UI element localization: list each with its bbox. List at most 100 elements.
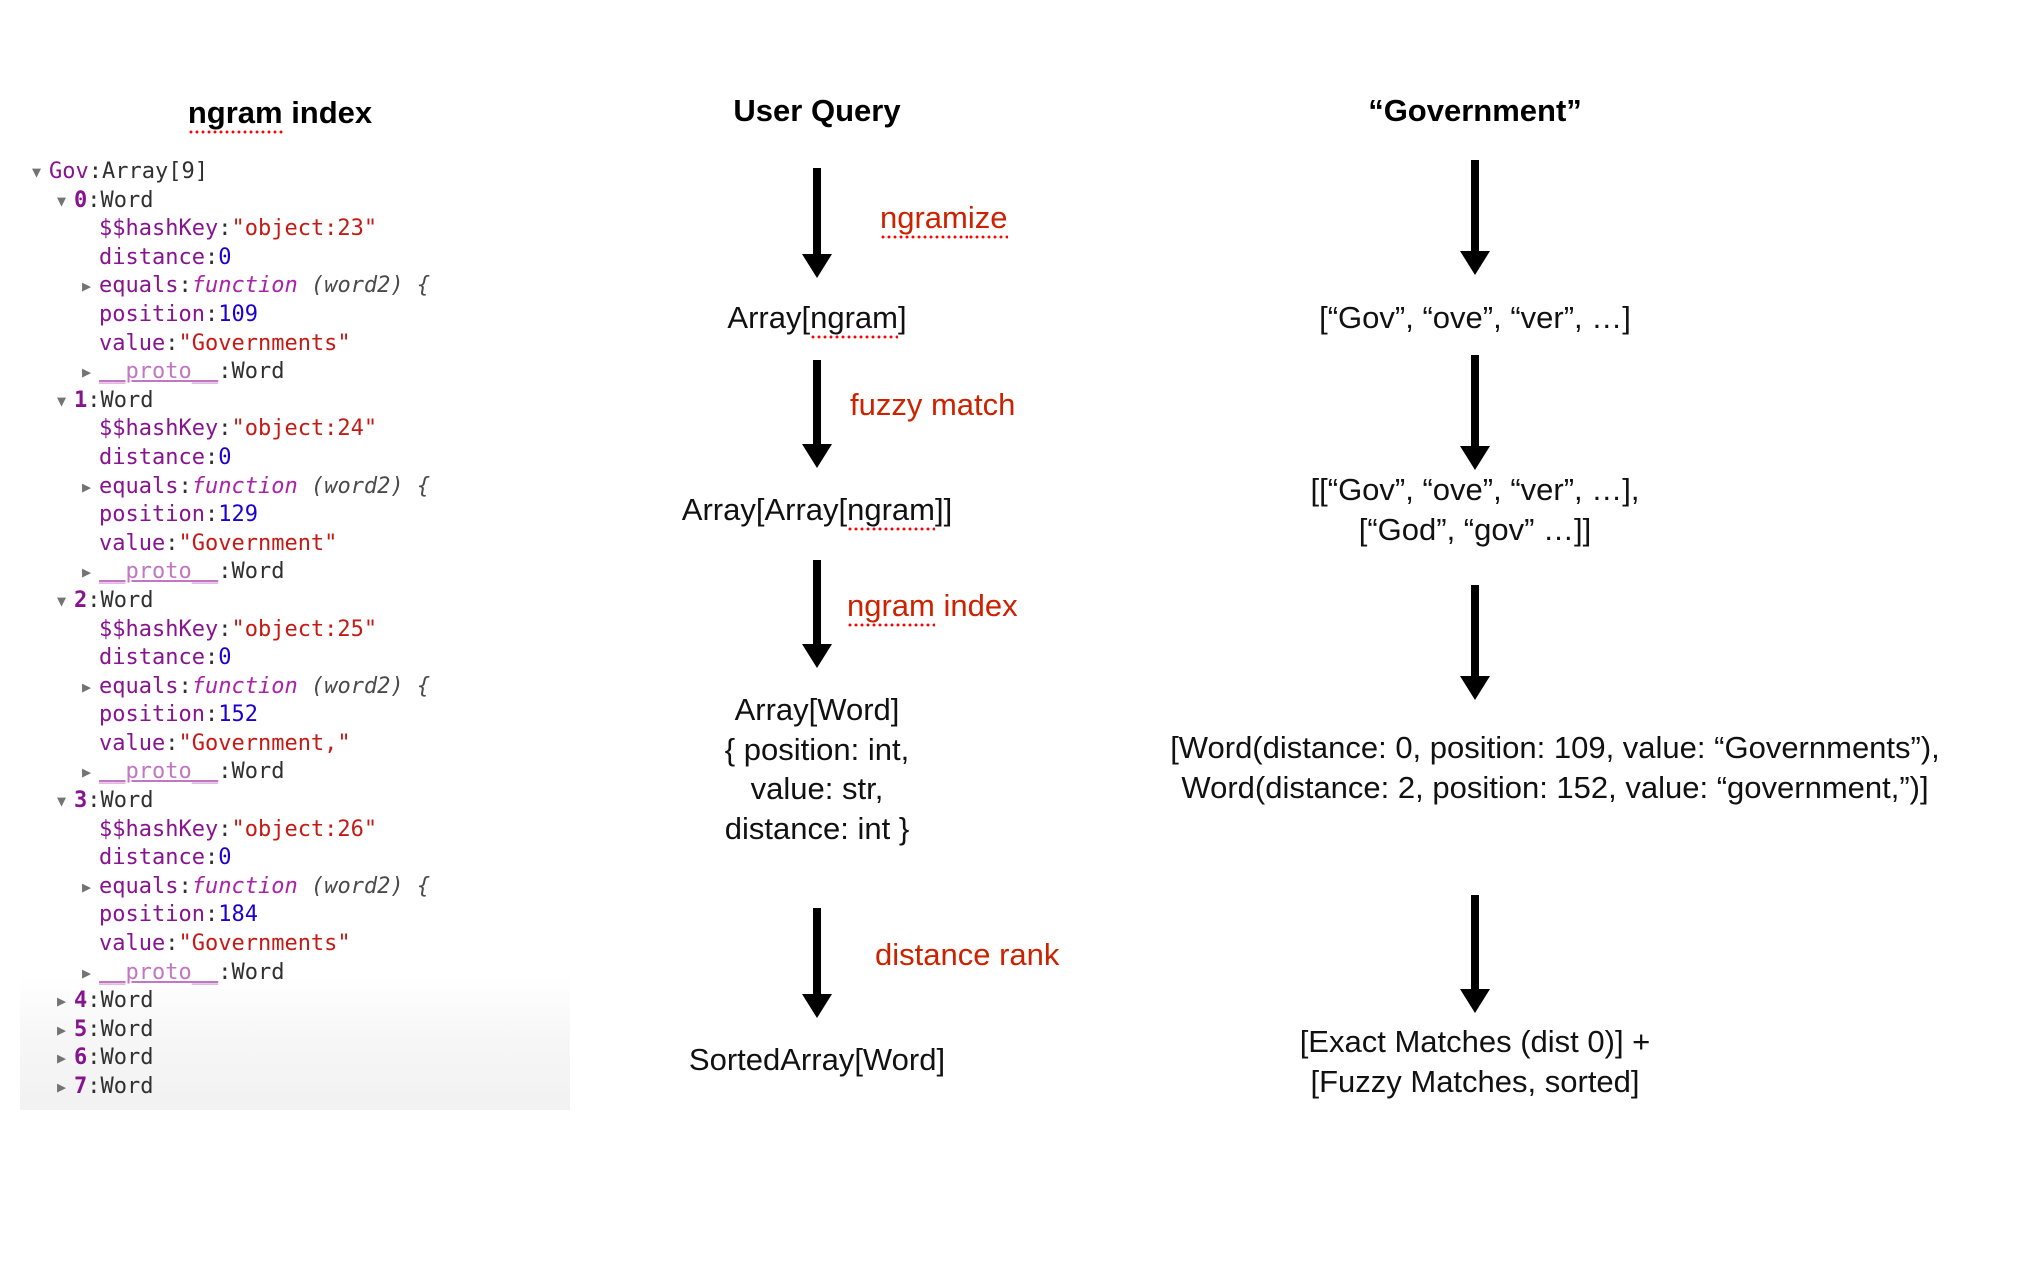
disclosure-triangle-closed-icon[interactable] [82,959,99,988]
page-title-right: “Government” [1368,93,1582,128]
title-ngram-word: ngram [187,95,283,134]
entry-type: Word [100,1074,154,1099]
prop-value-equals-argtext: (word2) { [310,873,431,899]
prop-value-value: "Government" [178,530,338,556]
tree-row-position: position: 152 [20,701,570,730]
prop-value-equals-fn: function [191,273,298,299]
tree-row-entry-1[interactable]: 1: Word [20,387,570,416]
entry-type: Word [100,788,154,814]
tree-row-distance: distance: 0 [20,244,570,273]
prop-label-equals: equals [99,673,179,699]
tree-row-equals[interactable]: equals: function (word2) { [20,673,570,702]
disclosure-triangle-closed-icon[interactable] [82,673,99,702]
tree-row-entry-7[interactable]: 7: Word [20,1073,570,1102]
disclosure-triangle-closed-icon[interactable] [82,473,99,502]
prop-value-equals-args [298,272,311,301]
prop-value-value: "Government," [178,730,351,756]
disclosure-triangle-open-icon[interactable] [57,387,74,416]
colon: : [218,416,232,442]
colon: : [165,530,179,556]
disclosure-triangle-open-icon[interactable] [57,587,74,616]
prop-label-equals: equals [99,873,179,899]
flow-arrow-ngramize [777,168,857,278]
colon: : [204,502,219,528]
prop-label-position: position [99,502,205,528]
entry-index: 7 [74,1074,88,1099]
disclosure-triangle-closed-icon[interactable] [82,758,99,787]
tree-row-equals[interactable]: equals: function (word2) { [20,473,570,502]
prop-label-equals: equals [99,273,179,299]
disclosure-triangle-open-icon[interactable] [57,787,74,816]
tree-row-proto[interactable]: __proto__: Word [20,959,570,988]
node-ngram-word: ngram [847,492,935,531]
colon: : [165,730,179,756]
node-prefix: Array[ [727,300,811,335]
prop-value-hashkey: "object:25" [231,616,378,642]
disclosure-triangle-closed-icon[interactable] [82,272,99,301]
prop-label-proto: __proto__ [99,759,219,785]
colon: : [204,702,219,728]
colon: : [218,616,232,642]
prop-value-proto: Word [231,359,285,385]
tree-row-entry-5[interactable]: 5: Word [20,1016,570,1045]
colon: : [218,559,232,585]
flow-node-word-results: [Word(distance: 0, position: 109, value:… [1170,730,1940,805]
flow-node-nested-ngram-lists: [[“Gov”, “ove”, “ver”, …], [“God”, “gov”… [1310,472,1640,547]
disclosure-triangle-closed-icon[interactable] [82,358,99,387]
tree-row-entry-6[interactable]: 6: Word [20,1044,570,1073]
flow-node-array-ngram: Array[ngram] [617,298,1017,339]
colon: : [87,788,101,814]
entry-type: Word [100,1016,154,1042]
entry-type: Word [100,1045,154,1071]
tree-row-equals[interactable]: equals: function (word2) { [20,272,570,301]
tree-row-proto[interactable]: __proto__: Word [20,758,570,787]
prop-value-position: 109 [218,301,258,327]
tree-row-entry-3[interactable]: 3: Word [20,787,570,816]
disclosure-triangle-closed-icon[interactable] [57,1073,74,1102]
prop-label-value: value [99,931,166,957]
disclosure-triangle-open-icon[interactable] [32,158,49,187]
title-index-word: index [282,95,373,130]
prop-label-proto: __proto__ [99,559,219,585]
entry-index: 4 [74,988,88,1014]
tree-row-entry-4[interactable]: 4: Word [20,987,570,1016]
flow-node-sorted-array-word: SortedArray[Word] [688,1042,946,1077]
prop-label-distance: distance [99,444,205,470]
disclosure-triangle-closed-icon[interactable] [82,873,99,902]
colon: : [87,988,101,1014]
prop-label-hashkey: $$hashKey [99,416,219,442]
tree-row-root[interactable]: Gov: Array[9] [20,158,570,187]
prop-label-equals: equals [99,473,179,499]
entry-type: Word [100,387,154,413]
node-prefix: Array[Array[ [681,492,848,527]
disclosure-triangle-closed-icon[interactable] [82,558,99,587]
tree-row-equals[interactable]: equals: function (word2) { [20,873,570,902]
space [298,473,311,502]
prop-label-value: value [99,730,166,756]
colon: : [178,473,192,499]
root-key: Gov [49,159,89,184]
prop-value-hashkey: "object:23" [231,216,378,242]
prop-label-position: position [99,702,205,728]
disclosure-triangle-closed-icon[interactable] [57,1016,74,1045]
tree-row-entry-2[interactable]: 2: Word [20,587,570,616]
flow-node-array-array-ngram: Array[Array[ngram]] [597,490,1037,531]
disclosure-triangle-closed-icon[interactable] [57,1044,74,1073]
tree-row-entry-0[interactable]: 0: Word [20,187,570,216]
devtools-object-inspector[interactable]: Gov: Array[9] 0: Word $$hashKey: "object… [20,150,570,1110]
tree-row-proto[interactable]: __proto__: Word [20,558,570,587]
entry-index: 3 [74,788,88,814]
tree-row-value: value: "Government" [20,530,570,559]
colon: : [204,444,219,470]
column-title-ngram-index: ngram index [55,95,505,134]
edge-label-index-word: index [934,588,1018,623]
colon: : [218,816,232,842]
colon: : [178,673,192,699]
disclosure-triangle-open-icon[interactable] [57,187,74,216]
edge-label-ngram-index: ngram index [847,588,1018,627]
prop-label-hashkey: $$hashKey [99,816,219,842]
tree-row-proto[interactable]: __proto__: Word [20,358,570,387]
disclosure-triangle-closed-icon[interactable] [57,987,74,1016]
colon: : [178,273,192,299]
prop-label-value: value [99,530,166,556]
